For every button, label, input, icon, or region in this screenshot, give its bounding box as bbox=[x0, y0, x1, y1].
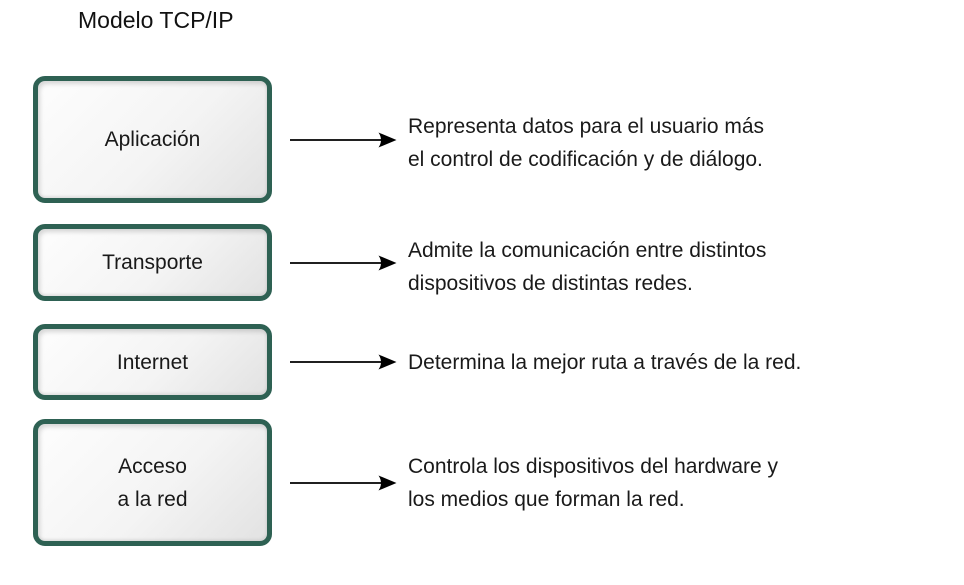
description-line: Representa datos para el usuario más bbox=[408, 115, 765, 138]
description-line: el control de codificación y de diálogo. bbox=[408, 148, 763, 171]
layer-box-aplicacion: Aplicación bbox=[33, 76, 272, 203]
description-line: los medios que forman la red. bbox=[408, 488, 685, 511]
arrow-right-icon bbox=[290, 354, 397, 370]
arrow-right-icon bbox=[290, 475, 397, 491]
description-line: dispositivos de distintas redes. bbox=[408, 272, 693, 295]
layer-description: Determina la mejor ruta a través de la r… bbox=[408, 346, 888, 379]
layer-description: Representa datos para el usuario más el … bbox=[408, 110, 888, 176]
layer-label: Transporte bbox=[102, 251, 203, 274]
layer-label: Acceso bbox=[118, 454, 187, 478]
layer-label: Internet bbox=[116, 350, 189, 374]
layer-box-internet: Internet bbox=[33, 324, 272, 400]
description-line: Determina la mejor ruta a través de la r… bbox=[408, 351, 802, 374]
layer-description: Controla los dispositivos del hardware y… bbox=[408, 450, 888, 516]
layer-label: Aplicación bbox=[104, 128, 201, 151]
layer-box-acceso-a-la-red: Acceso a la red bbox=[33, 419, 272, 546]
layer-description: Admite la comunicación entre distintos d… bbox=[408, 234, 888, 300]
description-line: Admite la comunicación entre distintos bbox=[408, 239, 767, 262]
arrow-right-icon bbox=[290, 132, 397, 148]
arrow-right-icon bbox=[290, 255, 397, 271]
diagram-title: Modelo TCP/IP bbox=[78, 7, 234, 33]
layer-label: a la red bbox=[117, 487, 188, 511]
layer-box-transporte: Transporte bbox=[33, 224, 272, 301]
description-line: Controla los dispositivos del hardware y bbox=[408, 455, 779, 478]
